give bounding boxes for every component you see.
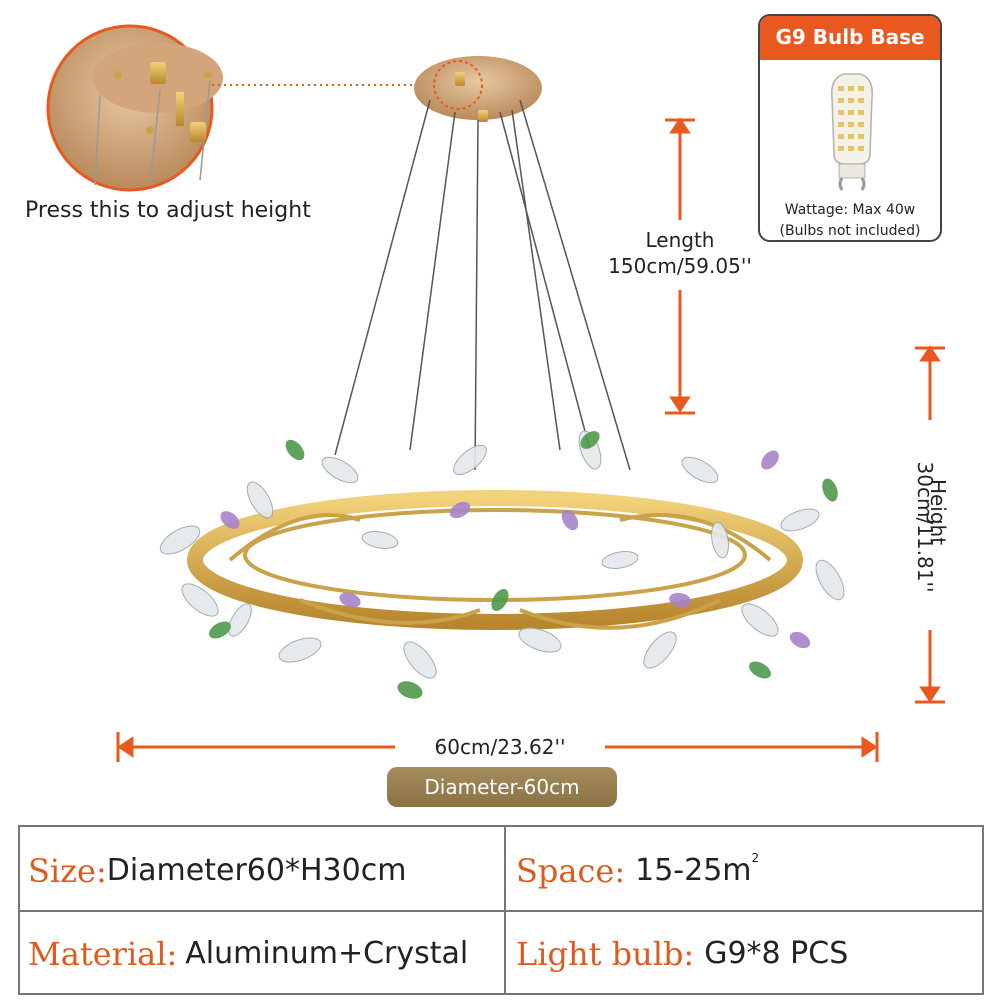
spec-size-key: Size:: [28, 851, 107, 890]
spec-bulb-key: Light bulb:: [516, 934, 695, 973]
spec-size-value: Diameter60*H30cm: [106, 853, 407, 888]
length-value: 150cm/59.05'': [590, 254, 770, 278]
spec-space-superscript: 2: [751, 851, 760, 865]
bulb-info-card: G9 Bulb Base Wattage: Max 40w (Bulbs not…: [758, 14, 942, 242]
spec-light-bulb: Light bulb: G9*8 PCS: [516, 912, 848, 995]
diameter-badge: Diameter-60cm: [387, 767, 617, 807]
crystal-flowers: [159, 430, 845, 699]
spec-material-value: Aluminum+Crystal: [185, 936, 469, 971]
specs-table: Size: Diameter60*H30cm Space: 15-25m 2 M…: [18, 825, 984, 995]
spec-space: Space: 15-25m 2: [516, 829, 759, 912]
length-label: Length: [620, 228, 740, 252]
spec-size: Size: Diameter60*H30cm: [28, 829, 406, 912]
bulb-wattage: Wattage: Max 40w: [784, 202, 916, 218]
height-value: 30cm/11.81'': [913, 461, 937, 593]
spec-space-value: 15-25m: [635, 853, 752, 888]
chandelier-illustration: [46, 24, 945, 762]
length-dimension-arrow: [665, 117, 695, 415]
height-adjust-zoom-callout: [46, 24, 223, 192]
width-value: 60cm/23.62'': [400, 735, 600, 759]
table-divider-horizontal: [20, 910, 982, 912]
g9-bulb-icon: [831, 73, 873, 191]
height-adjust-caption: Press this to adjust height: [25, 198, 311, 223]
spec-material: Material: Aluminum+Crystal: [28, 912, 468, 995]
spec-bulb-value: G9*8 PCS: [704, 936, 849, 971]
bulb-not-included-note: (Bulbs not included): [779, 223, 921, 239]
width-dimension-arrow: [116, 732, 879, 762]
bulb-card-title: G9 Bulb Base: [760, 16, 940, 60]
height-dimension-arrow: [915, 345, 945, 704]
spec-space-key: Space:: [516, 851, 626, 890]
spec-material-key: Material:: [28, 934, 178, 973]
chandelier-ring: [187, 490, 803, 630]
